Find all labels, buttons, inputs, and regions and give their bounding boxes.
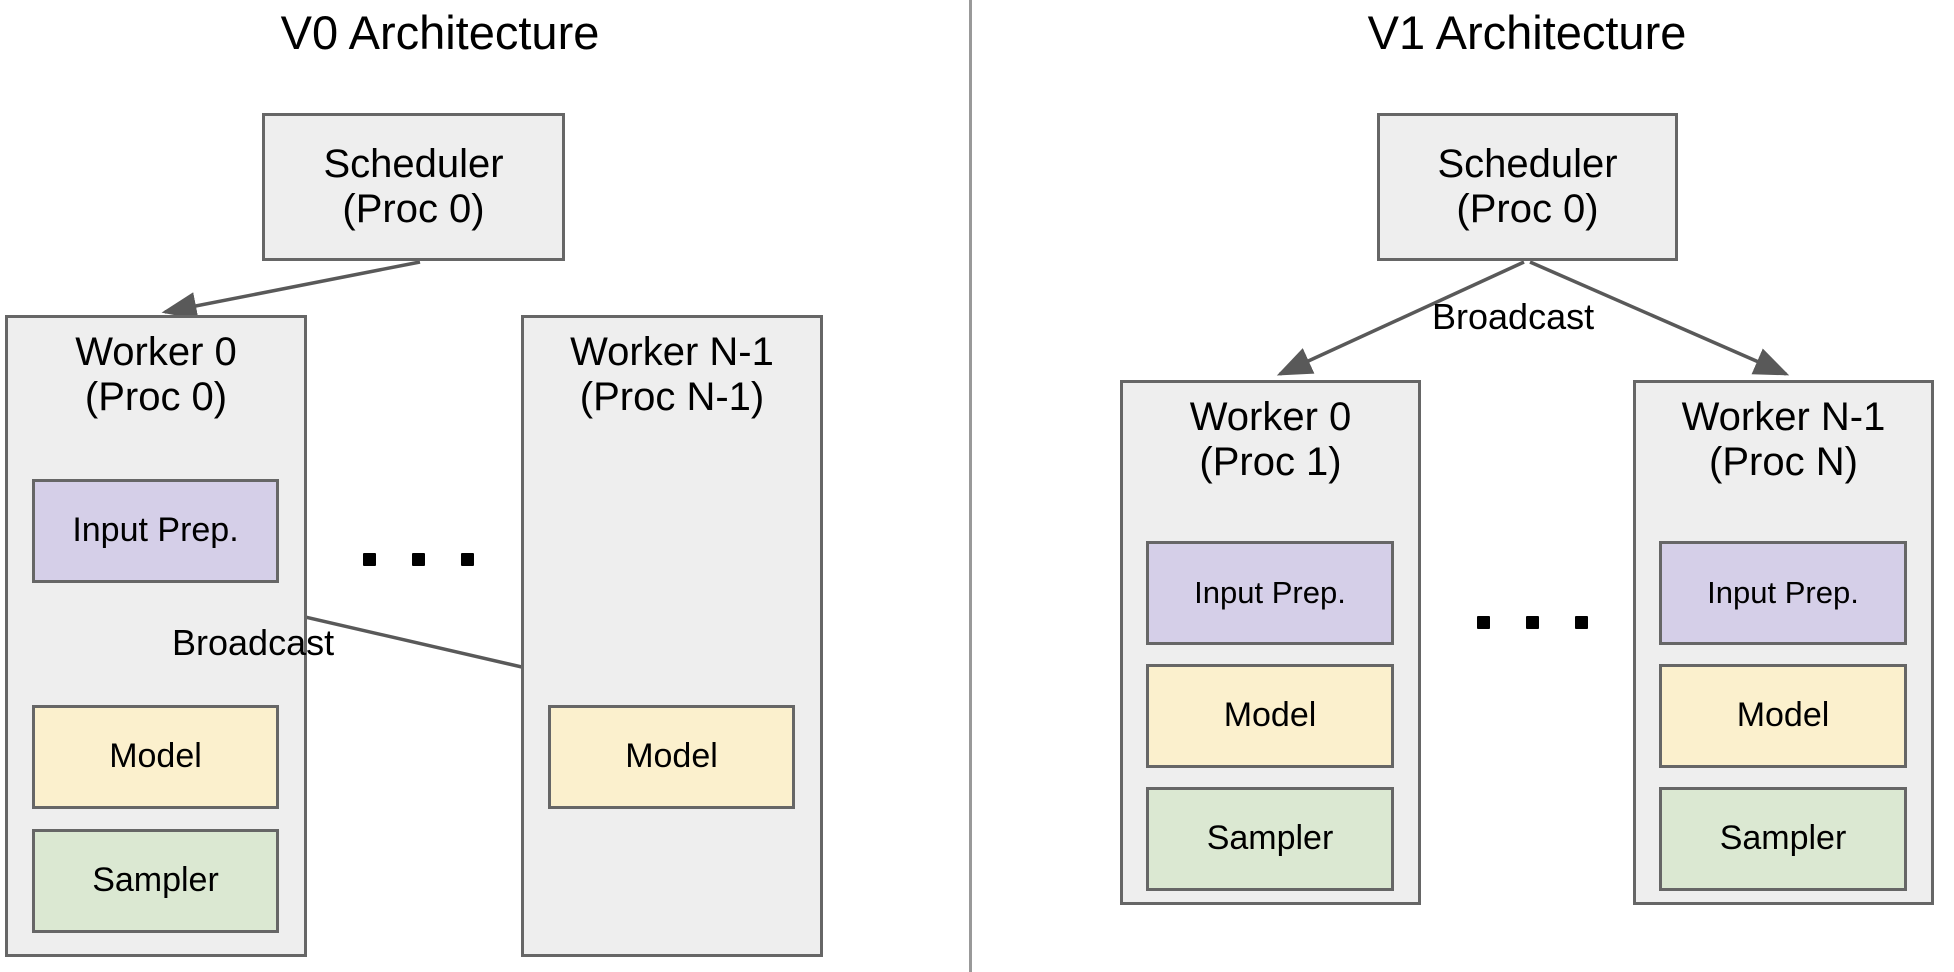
v0-worker-0-input-prep-box[interactable]: Input Prep. (32, 479, 279, 583)
v0-broadcast-label: Broadcast (172, 622, 335, 663)
dot-gap (1539, 622, 1575, 623)
v0-worker-0-model-box[interactable]: Model (32, 705, 279, 809)
v1-worker-0-sampler-label: Sampler (1206, 819, 1334, 858)
arrow-v0-scheduler-to-worker0 (161, 260, 421, 320)
v1-worker-0-label: Worker 0 (Proc 1) (1189, 395, 1352, 485)
v0-worker-0-label: Worker 0 (Proc 0) (75, 330, 237, 420)
v0-scheduler-label: Scheduler (Proc 0) (323, 141, 504, 231)
dot (363, 553, 376, 566)
dot-gap (425, 559, 461, 560)
v1-worker-n-model-box[interactable]: Model (1659, 664, 1907, 768)
v0-worker-0-sampler-label: Sampler (92, 861, 219, 900)
dot (1526, 616, 1539, 629)
v1-ellipsis (1477, 616, 1588, 629)
dot (1575, 616, 1588, 629)
v1-worker-0-sampler-box[interactable]: Sampler (1146, 787, 1394, 891)
v0-worker-0-model-label: Model (109, 737, 202, 776)
dot (412, 553, 425, 566)
v0-scheduler-node[interactable]: Scheduler (Proc 0) (262, 113, 565, 261)
panel-title-v0: V0 Architecture (280, 6, 600, 59)
v0-worker-n-node[interactable]: Worker N-1 (Proc N-1) (521, 315, 823, 957)
v1-worker-n-input-prep-label: Input Prep. (1707, 574, 1859, 610)
v1-worker-0-model-box[interactable]: Model (1146, 664, 1394, 768)
v0-worker-n-label: Worker N-1 (Proc N-1) (570, 330, 774, 420)
v1-worker-n-input-prep-box[interactable]: Input Prep. (1659, 541, 1907, 645)
dot-gap (1490, 622, 1526, 623)
v0-worker-0-input-prep-label: Input Prep. (72, 511, 239, 550)
v0-worker-n-model-box[interactable]: Model (548, 705, 795, 809)
v1-broadcast-label: Broadcast (1432, 296, 1595, 337)
v1-worker-n-model-label: Model (1736, 696, 1830, 735)
v1-scheduler-node[interactable]: Scheduler (Proc 0) (1377, 113, 1678, 261)
panel-title-v1: V1 Architecture (1367, 6, 1687, 59)
v1-worker-n-sampler-label: Sampler (1719, 819, 1847, 858)
dot-gap (376, 559, 412, 560)
v0-ellipsis (363, 553, 474, 566)
v1-worker-0-input-prep-label: Input Prep. (1194, 574, 1346, 610)
v0-worker-0-sampler-box[interactable]: Sampler (32, 829, 279, 933)
panel-divider (969, 0, 972, 972)
v1-worker-0-model-label: Model (1223, 696, 1317, 735)
v1-worker-n-label: Worker N-1 (Proc N) (1681, 395, 1886, 485)
dot (1477, 616, 1490, 629)
v1-scheduler-label: Scheduler (Proc 0) (1437, 141, 1618, 231)
v1-worker-0-input-prep-box[interactable]: Input Prep. (1146, 541, 1394, 645)
v0-worker-n-model-label: Model (625, 737, 718, 776)
v1-worker-n-sampler-box[interactable]: Sampler (1659, 787, 1907, 891)
dot (461, 553, 474, 566)
